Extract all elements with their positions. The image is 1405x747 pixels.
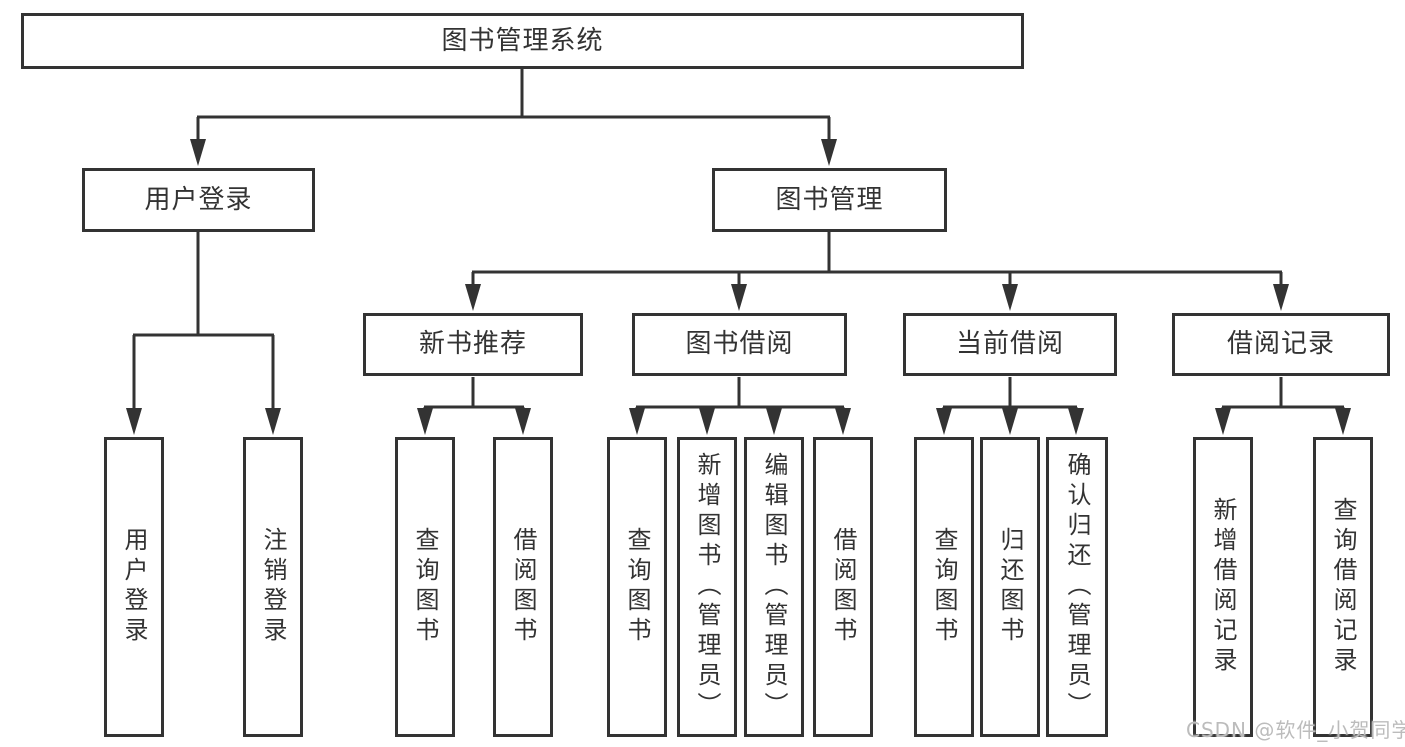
leaf-borrow-borrow-books: 借阅图书 <box>813 437 873 737</box>
leaf-recommend-borrow-books: 借阅图书 <box>493 437 553 737</box>
leaf-borrow-query-books: 查询图书 <box>607 437 667 737</box>
leaf-current-confirm-return-admin: 确认归还（管理员） <box>1046 437 1108 737</box>
node-library-management-system: 图书管理系统 <box>21 13 1024 69</box>
node-book-management: 图书管理 <box>712 168 947 232</box>
leaf-user-login: 用户登录 <box>104 437 164 737</box>
watermark-text: CSDN @软件_小贺同学 <box>1186 718 1405 742</box>
node-book-borrowing: 图书借阅 <box>632 313 847 376</box>
leaf-logout: 注销登录 <box>243 437 303 737</box>
node-current-borrowing: 当前借阅 <box>903 313 1117 376</box>
leaf-add-borrowing-record: 新增借阅记录 <box>1193 437 1253 737</box>
leaf-current-return-books: 归还图书 <box>980 437 1040 737</box>
leaf-borrow-add-books-admin: 新增图书（管理员） <box>677 437 737 737</box>
node-user-login: 用户登录 <box>82 168 315 232</box>
leaf-recommend-query-books: 查询图书 <box>395 437 455 737</box>
leaf-current-query-books: 查询图书 <box>914 437 974 737</box>
leaf-borrow-edit-books-admin: 编辑图书（管理员） <box>744 437 804 737</box>
leaf-query-borrowing-record: 查询借阅记录 <box>1313 437 1373 737</box>
node-new-book-recommendation: 新书推荐 <box>363 313 583 376</box>
node-borrowing-records: 借阅记录 <box>1172 313 1390 376</box>
arrowheads <box>126 139 1351 435</box>
